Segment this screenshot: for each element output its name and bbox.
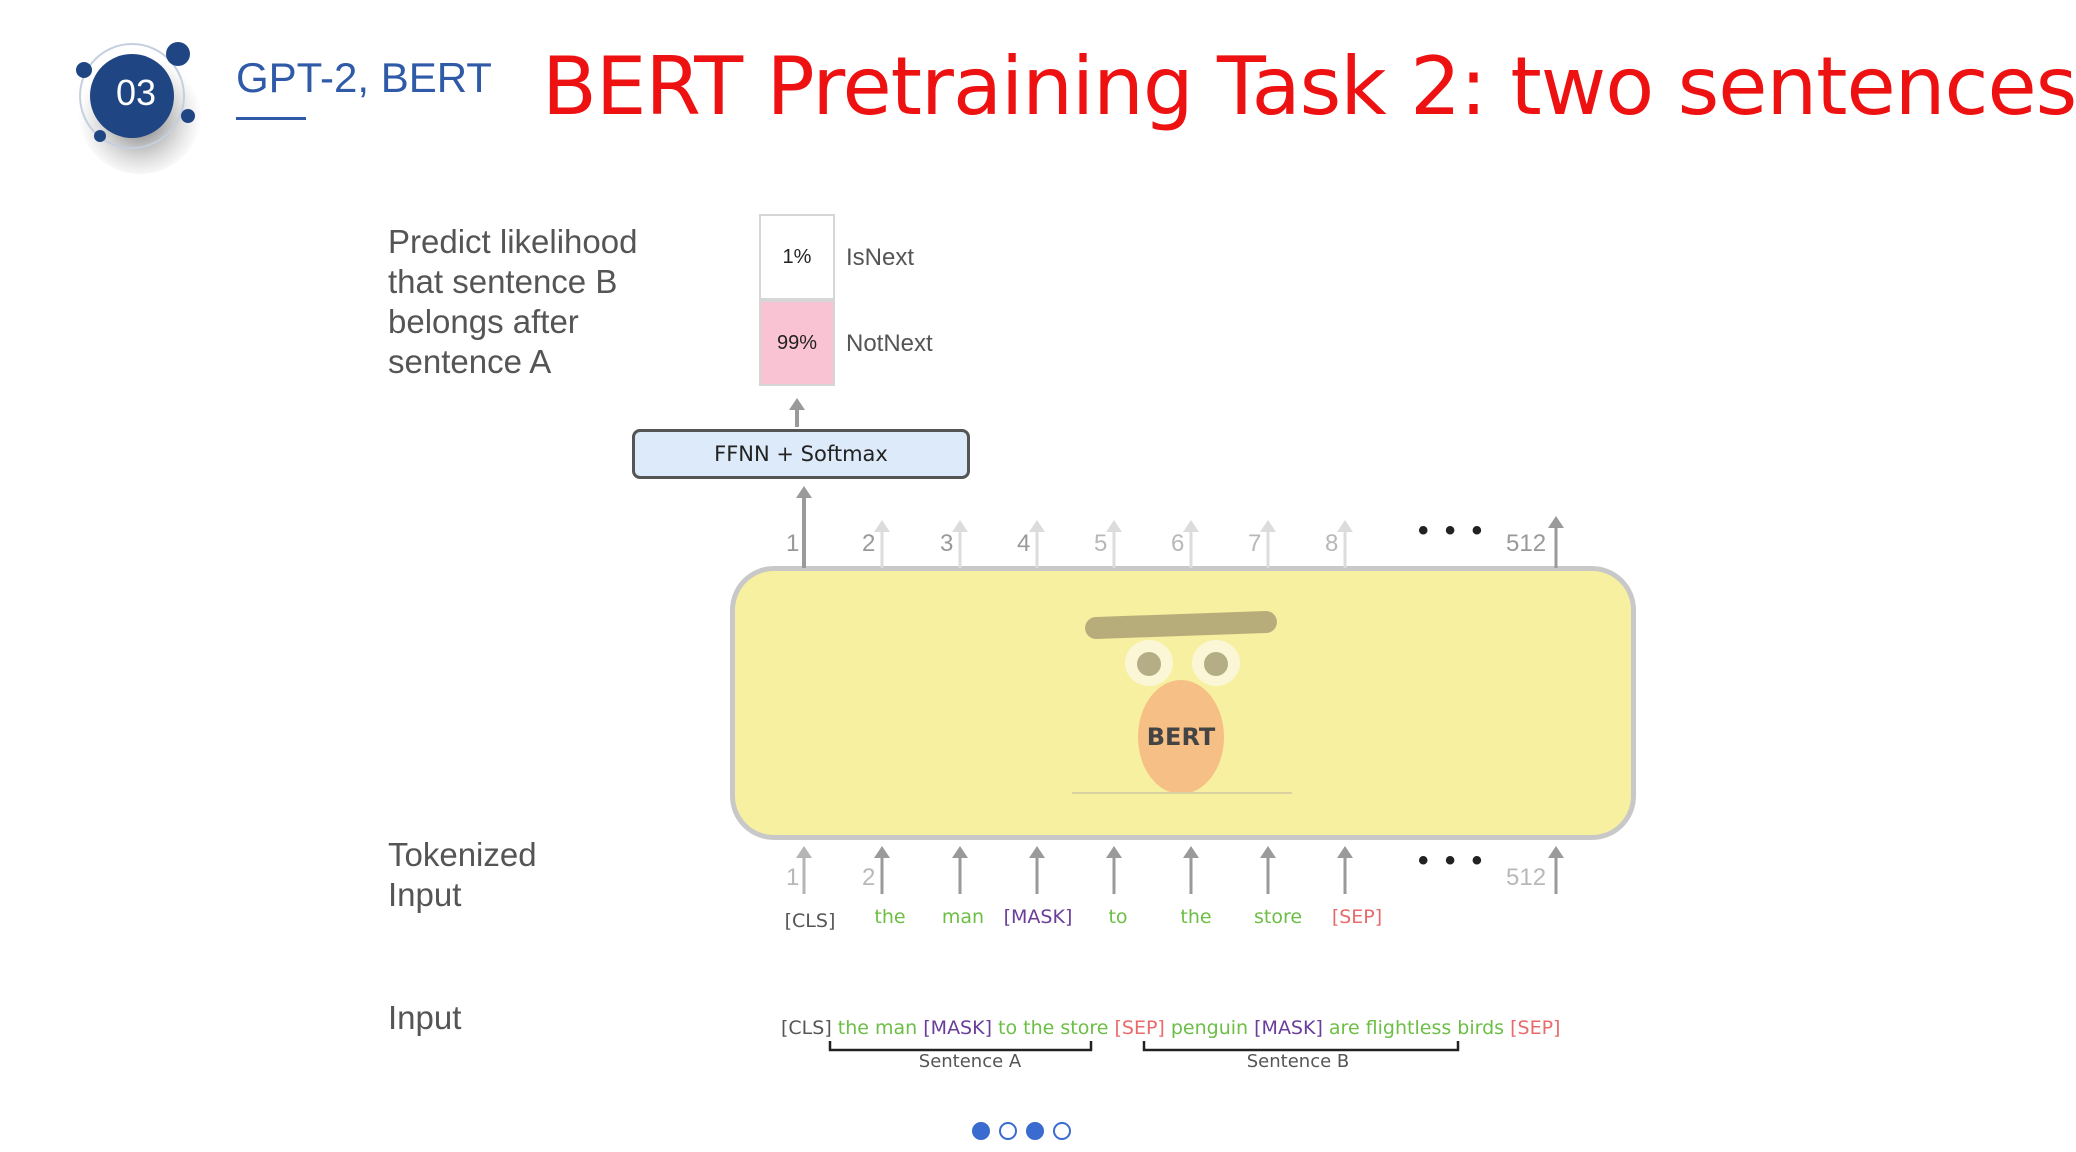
token: [CLS] xyxy=(784,910,836,932)
section-underline xyxy=(236,117,306,120)
sentence-b-label: Sentence B xyxy=(1246,1051,1350,1072)
output-position-number: 6 xyxy=(1171,530,1185,557)
input-sequence-segment: [MASK] xyxy=(1248,1017,1323,1039)
slide-pager xyxy=(972,1122,1071,1140)
input-label: Input xyxy=(388,999,462,1036)
input-arrow xyxy=(1337,846,1353,894)
pager-dot[interactable] xyxy=(1026,1122,1044,1140)
input-sequence-segment: penguin xyxy=(1164,1017,1249,1039)
output-position-number: 3 xyxy=(940,530,954,557)
pager-dot[interactable] xyxy=(1053,1122,1071,1140)
output-position-number: 5 xyxy=(1094,530,1108,557)
output-position-number: 512 xyxy=(1506,530,1547,557)
output-ellipsis: • • • xyxy=(1418,514,1487,547)
output-arrow xyxy=(952,520,968,568)
bert-left-pupil xyxy=(1137,652,1161,676)
output-position-number: 4 xyxy=(1017,530,1031,557)
input-arrow xyxy=(1029,846,1045,894)
output-position-number: 8 xyxy=(1325,530,1339,557)
section-number: 03 xyxy=(115,72,157,113)
input-arrow xyxy=(1548,846,1564,894)
bert-base-line xyxy=(1072,792,1292,794)
input-sequence: [CLS] the man [MASK] to the store [SEP] … xyxy=(781,1017,1560,1039)
input-arrow xyxy=(1183,846,1199,894)
input-position-number: 512 xyxy=(1506,864,1547,891)
output-arrow xyxy=(1029,520,1045,568)
token: [MASK] xyxy=(1003,906,1073,928)
input-sequence-segment: [MASK] xyxy=(917,1017,992,1039)
output-arrow xyxy=(1260,520,1276,568)
token: [SEP] xyxy=(1331,906,1383,928)
input-position-number: 1 xyxy=(786,864,800,891)
output-position-number: 7 xyxy=(1248,530,1262,557)
token: to xyxy=(1108,906,1128,928)
input-arrow xyxy=(1106,846,1122,894)
output-position-number: 1 xyxy=(786,530,800,557)
pager-dot[interactable] xyxy=(972,1122,990,1140)
sentence-a-label: Sentence A xyxy=(918,1051,1022,1072)
input-sequence-segment: the man xyxy=(831,1017,918,1039)
token: the xyxy=(874,906,906,928)
input-sequence-segment: [SEP] xyxy=(1504,1017,1561,1039)
output-position-number: 2 xyxy=(862,530,876,557)
tokenized-input-label: Tokenized Input xyxy=(388,836,537,913)
token: store xyxy=(1253,906,1303,928)
output-arrow xyxy=(1548,516,1564,568)
pager-dot[interactable] xyxy=(999,1122,1017,1140)
bert-nose-label: BERT xyxy=(1138,680,1224,794)
input-arrow xyxy=(874,846,890,894)
token: the xyxy=(1180,906,1212,928)
input-ellipsis: • • • xyxy=(1418,844,1487,877)
notnext-label: NotNext xyxy=(846,330,933,357)
input-sequence-segment: [CLS] xyxy=(781,1017,832,1039)
ffnn-softmax-box: FFNN + Softmax xyxy=(632,429,970,479)
output-arrow xyxy=(1106,520,1122,568)
input-arrow xyxy=(952,846,968,894)
section-badge xyxy=(76,42,202,174)
section-label: GPT-2, BERT xyxy=(236,54,492,101)
input-sequence-segment: to the store xyxy=(992,1017,1109,1039)
output-arrow xyxy=(874,520,890,568)
bert-right-pupil xyxy=(1204,652,1228,676)
input-arrow xyxy=(1260,846,1276,894)
output-arrow xyxy=(1183,520,1199,568)
predict-label: Predict likelihood that sentence B belon… xyxy=(388,223,638,380)
notnext-probability-box: 99% xyxy=(759,300,835,386)
input-sequence-segment: are flightless birds xyxy=(1322,1017,1505,1039)
isnext-label: IsNext xyxy=(846,244,915,271)
isnext-probability-box: 1% xyxy=(759,214,835,300)
output-arrow xyxy=(1337,520,1353,568)
slide-title: BERT Pretraining Task 2: two sentences xyxy=(542,40,2076,133)
input-position-number: 2 xyxy=(862,864,876,891)
input-sequence-segment: [SEP] xyxy=(1108,1017,1165,1039)
token: man xyxy=(941,906,985,928)
ffnn-output-arrow xyxy=(789,398,805,427)
